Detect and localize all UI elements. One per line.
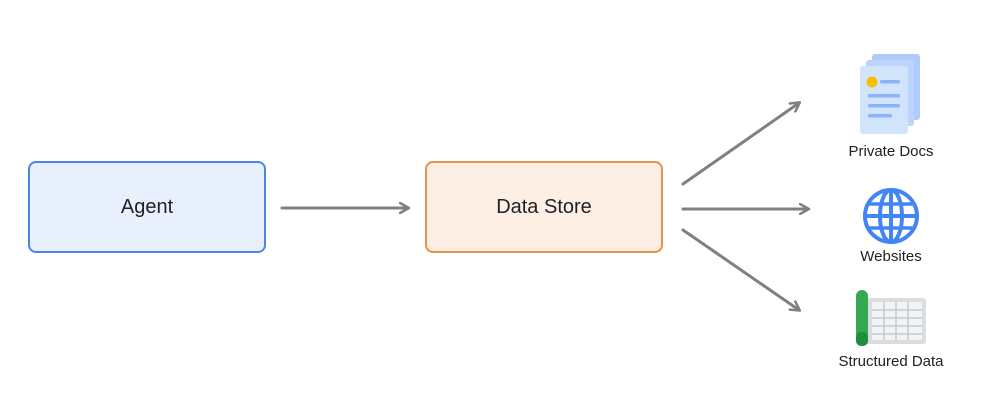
spreadsheet-icon [856,290,926,346]
arrow-to-structured-data [681,228,799,310]
source-label-websites: Websites [860,248,922,265]
data-store-label: Data Store [496,195,592,218]
globe-icon [863,188,919,244]
data-store-node: Data Store [425,161,663,253]
source-label-structured-data: Structured Data [838,353,944,370]
source-label-private-docs: Private Docs [848,143,934,160]
agent-label: Agent [120,195,174,218]
document-icon [860,54,920,134]
arrow-to-private-docs [681,103,799,186]
agent-node: Agent [28,161,266,253]
